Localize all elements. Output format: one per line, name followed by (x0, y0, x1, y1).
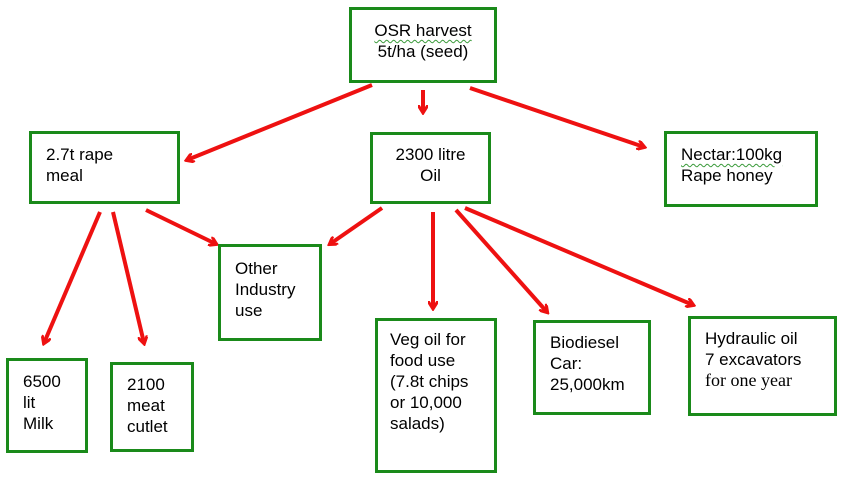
industry-line-2: Industry (235, 280, 296, 299)
milk-box: 6500 lit Milk (6, 358, 88, 453)
industry-line-1: Other (235, 259, 278, 278)
hydraulic-line-2: 7 excavators (705, 350, 802, 369)
oil-line-2: Oil (420, 166, 441, 185)
hydraulic-line-3: for one year (705, 370, 792, 390)
arrow-meal-to-milk (44, 211, 102, 343)
vegoil-line-2: food use (390, 351, 456, 370)
oil-line-1: 2300 litre (395, 145, 466, 164)
vegoil-line-3: (7.8t chips (390, 372, 469, 391)
root-line-2: 5t/ha (seed) (377, 42, 469, 61)
arrow-oil-to-industry (330, 206, 384, 244)
vegoil-line-1: Veg oil for (390, 330, 466, 349)
honey-line-2: Rape honey (681, 166, 773, 185)
arrow-meal-to-industry (145, 208, 216, 244)
arrow-root-to-honey (469, 86, 644, 147)
oil-box: 2300 litre Oil (370, 132, 491, 204)
milk-line-3: Milk (23, 414, 54, 433)
biodiesel-box: Biodiesel Car: 25,000km (533, 320, 651, 415)
milk-line-2: lit (23, 393, 36, 412)
biodiesel-line-1: Biodiesel (550, 333, 619, 352)
milk-line-1: 6500 (23, 372, 61, 391)
arrow-oil-to-hydraulic (464, 206, 693, 305)
meat-line-3: cutlet (127, 417, 168, 436)
honey-box: Nectar:100kg Rape honey (664, 131, 818, 207)
meal-line-2: meal (46, 166, 83, 185)
biodiesel-line-3: 25,000km (550, 375, 625, 394)
hydraulic-box: Hydraulic oil 7 excavators for one year (688, 316, 837, 416)
industry-line-3: use (235, 301, 263, 320)
root-line-1: OSR harvest (374, 21, 472, 40)
industry-box: Other Industry use (218, 244, 322, 341)
meal-box: 2.7t rape meal (29, 131, 180, 204)
vegoil-box: Veg oil for food use (7.8t chips or 10,0… (375, 318, 497, 473)
biodiesel-line-2: Car: (550, 354, 583, 373)
arrow-root-to-meal (187, 83, 373, 160)
hydraulic-line-1: Hydraulic oil (705, 329, 798, 348)
arrow-meal-to-meat (111, 211, 144, 343)
honey-line-1: Nectar:100kg (681, 145, 783, 164)
meal-line-1: 2.7t rape (46, 145, 114, 164)
vegoil-line-4: or 10,000 (390, 393, 462, 412)
arrow-oil-to-biodiesel (454, 208, 547, 312)
vegoil-line-5: salads) (390, 414, 445, 433)
meat-line-2: meat (127, 396, 165, 415)
meat-box: 2100 meat cutlet (110, 362, 194, 452)
meat-line-1: 2100 (127, 375, 165, 394)
root-box-osr-harvest: OSR harvest 5t/ha (seed) (349, 7, 497, 83)
